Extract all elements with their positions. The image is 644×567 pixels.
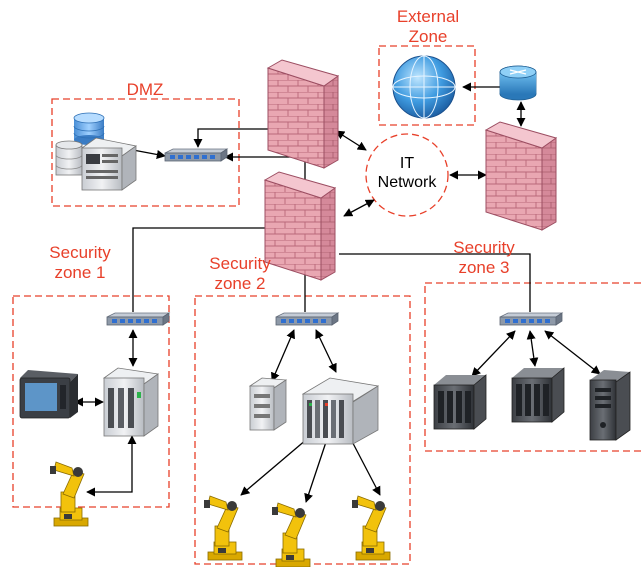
security-zone-2-label-line2: zone 2 bbox=[214, 274, 265, 293]
server-rack-icon bbox=[248, 377, 288, 431]
network-switch-icon bbox=[275, 312, 339, 326]
network-switch-icon bbox=[164, 148, 228, 162]
link-z2-switch-plc bbox=[315, 329, 337, 373]
link-firewall-it bbox=[335, 130, 367, 151]
robot-arm-icon bbox=[49, 461, 89, 527]
link-dmz-switch-firewall bbox=[193, 124, 278, 148]
security-zone-3-label-line2: zone 3 bbox=[458, 258, 509, 277]
server-rack-icon bbox=[511, 367, 565, 423]
plc-icon bbox=[81, 137, 137, 191]
database-icon bbox=[73, 112, 105, 145]
firewall-icon bbox=[267, 59, 339, 169]
security-zone-2-label-line1: Security bbox=[209, 254, 271, 273]
router-icon bbox=[499, 65, 537, 101]
server-rack-icon bbox=[589, 370, 631, 441]
network-switch-icon bbox=[106, 312, 170, 326]
external-zone-label-line2: Zone bbox=[409, 27, 448, 46]
link-firewall-zone1 bbox=[132, 227, 265, 312]
storage-server-icon bbox=[55, 140, 83, 176]
it-network-circle bbox=[365, 133, 449, 217]
link-firewall-zone3 bbox=[339, 253, 531, 312]
security-zone-1-box bbox=[12, 295, 170, 508]
link-z2-switch-server bbox=[271, 329, 295, 382]
industrial-controller-icon bbox=[102, 367, 160, 437]
server-rack-icon bbox=[433, 374, 487, 430]
link-z3-switch-rack1 bbox=[471, 330, 516, 377]
network-switch-icon bbox=[499, 312, 563, 326]
security-zone-1-label-line1: Security bbox=[49, 243, 111, 262]
link-z1-controller-robot bbox=[86, 435, 137, 497]
external-zone-box bbox=[378, 45, 476, 126]
security-zone-3-box bbox=[424, 282, 644, 452]
external-zone-label-line1: External bbox=[397, 7, 459, 26]
robot-arm-icon bbox=[203, 495, 243, 561]
firewall-icon bbox=[264, 171, 336, 281]
robot-arm-icon bbox=[271, 502, 311, 567]
link-it-center-firewall bbox=[343, 199, 375, 217]
dmz-zone-box bbox=[51, 98, 240, 207]
it-network-label-line1: IT bbox=[400, 155, 414, 172]
it-network-label-line2: Network bbox=[378, 174, 438, 191]
link-dmz-devices-switch bbox=[132, 149, 166, 159]
link-z3-switch-rack2 bbox=[526, 330, 539, 367]
plc-icon bbox=[301, 377, 380, 445]
security-zone-2-box bbox=[194, 295, 411, 565]
hmi-panel-icon bbox=[19, 370, 78, 419]
dmz-label: DMZ bbox=[127, 80, 164, 99]
firewall-icon bbox=[485, 121, 557, 231]
link-z3-switch-rack3 bbox=[544, 330, 601, 375]
globe-icon bbox=[392, 55, 456, 119]
robot-arm-icon bbox=[351, 495, 391, 561]
security-zone-1-label-line2: zone 1 bbox=[54, 263, 105, 282]
security-zone-3-label-line1: Security bbox=[453, 238, 515, 257]
